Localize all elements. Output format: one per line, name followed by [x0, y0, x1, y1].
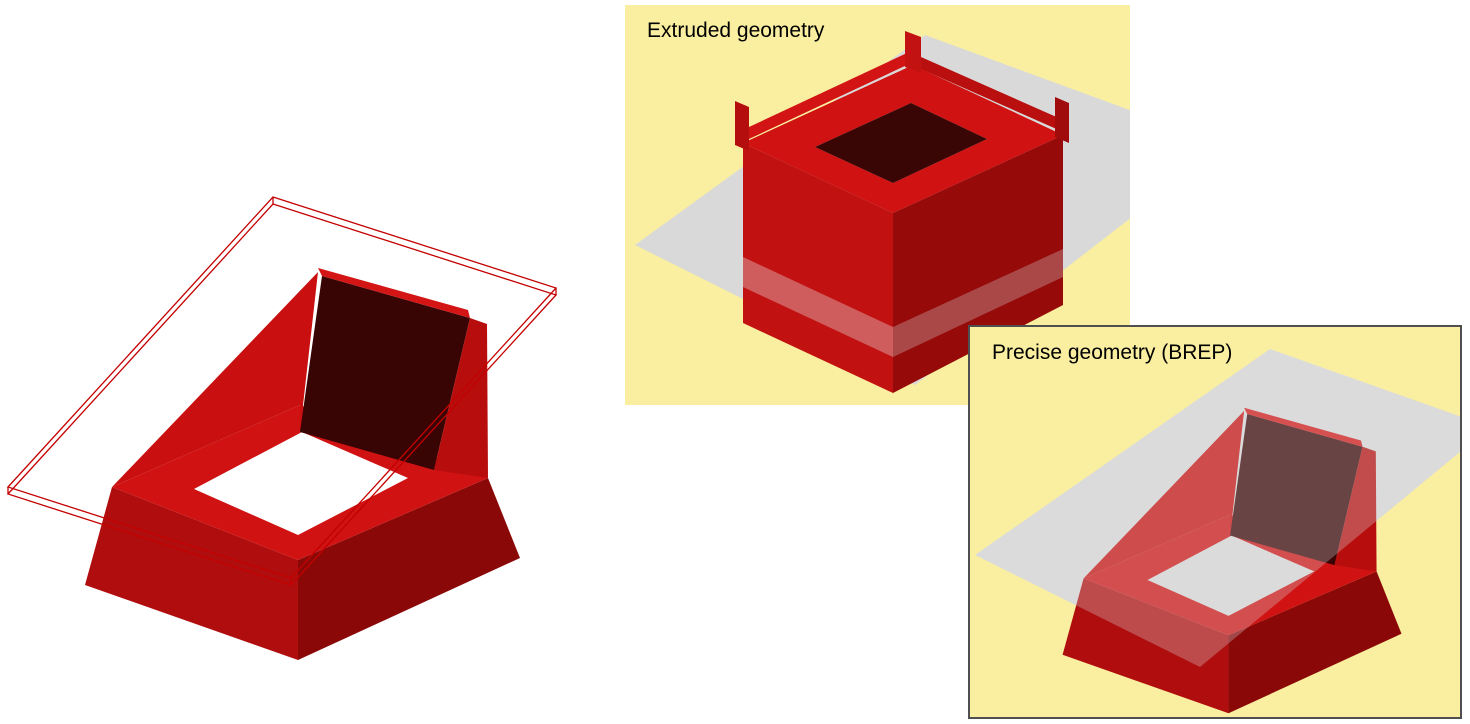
extruded-geometry-panel: Extruded geometry — [625, 5, 1130, 405]
plane-intersection-band — [743, 249, 1063, 357]
section-plane-front-translucent — [975, 349, 1460, 667]
left-3d-view — [0, 0, 620, 724]
brep-panel-label: Precise geometry (BREP) — [992, 341, 1233, 364]
wireframe-slab-outline — [6, 196, 558, 586]
extruded-3d-scene — [635, 31, 1130, 393]
left-3d-scene — [6, 196, 558, 660]
brep-geometry-panel: Precise geometry (BREP) — [968, 325, 1462, 719]
extruded-panel-label: Extruded geometry — [647, 19, 825, 42]
extruded-solid — [735, 31, 1069, 393]
extruded-fins — [735, 31, 1069, 151]
brep-3d-scene — [975, 349, 1460, 714]
skylight-solid-instance — [85, 268, 520, 660]
